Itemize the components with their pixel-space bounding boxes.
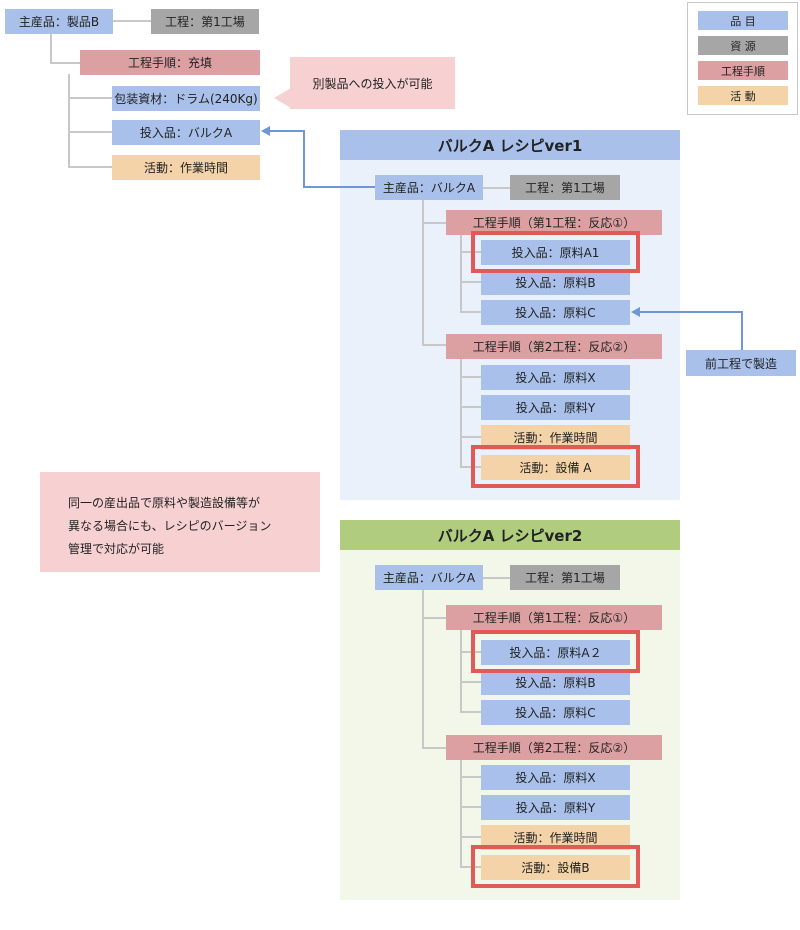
recipe-v2-resource: 工程：第1工場 (510, 565, 620, 590)
connector (460, 681, 481, 683)
recipe-v1-input-x: 投入品：原料X (481, 365, 630, 390)
recipe-v1-step1: 工程手順（第1工程：反応①） (446, 210, 662, 235)
legend: 品 目 資 源 工程手順 活 動 (687, 2, 798, 115)
packaging-drum: 包装資材：ドラム(240Kg) (112, 86, 260, 111)
recipe-v2-input-c: 投入品：原料C (481, 700, 630, 725)
recipe-v2-step1: 工程手順（第1工程：反応①） (446, 605, 662, 630)
highlight-a2 (471, 630, 640, 673)
arrowhead-input (261, 126, 270, 136)
connector (50, 62, 80, 64)
connector (113, 20, 151, 22)
input-bulk-a: 投入品：バルクA (112, 120, 260, 145)
recipe-v1-resource: 工程：第1工場 (510, 175, 620, 200)
connector (460, 776, 481, 778)
callout-note: 別製品への投入が可能 (290, 57, 455, 109)
connector (460, 234, 462, 312)
connector (460, 711, 481, 713)
connector (460, 760, 462, 868)
connector (460, 281, 481, 283)
legend-activity: 活 動 (698, 86, 788, 105)
connector (68, 97, 112, 99)
connector (460, 311, 481, 313)
recipe-v1-step2: 工程手順（第2工程：反応②） (446, 334, 662, 359)
connector (460, 357, 462, 468)
connector (460, 466, 481, 468)
activity-work-time: 活動：作業時間 (112, 155, 260, 180)
recipe-v1-input-a1: 投入品：原料A1 (481, 240, 630, 265)
resource-factory: 工程：第1工場 (151, 9, 259, 34)
legend-resource: 資 源 (698, 36, 788, 55)
highlight-a1 (471, 231, 640, 273)
recipe-v1-input-y: 投入品：原料Y (481, 395, 630, 420)
connector (460, 806, 481, 808)
recipe-v2-main-product: 主産品：バルクA (375, 565, 483, 590)
versioning-note: 同一の産出品で原料や製造設備等が 異なる場合にも、レシピのバージョン 管理で対応… (40, 472, 320, 572)
connector (422, 344, 446, 346)
connector (460, 436, 481, 438)
recipe-v1-main-product: 主産品：バルクA (375, 175, 483, 200)
recipe-v2-input-y: 投入品：原料Y (481, 795, 630, 820)
recipe-v2-step2: 工程手順（第2工程：反応②） (446, 735, 662, 760)
connector (460, 406, 481, 408)
connector (460, 866, 481, 868)
connector (422, 617, 446, 619)
recipe-v1-input-b: 投入品：原料B (481, 270, 630, 295)
process-fill: 工程手順：充填 (80, 50, 260, 75)
connector (68, 131, 112, 133)
prev-process-label: 前工程で製造 (686, 350, 796, 376)
highlight-equipment-a (471, 445, 640, 488)
connector (422, 747, 446, 749)
connector (68, 74, 70, 168)
recipe-v1-title: バルクA レシピver1 (340, 130, 680, 160)
recipe-v2-activity-equipment-b: 活動：設備B (481, 855, 630, 880)
connector (460, 629, 462, 713)
connector (68, 166, 112, 168)
recipe-v2-input-b: 投入品：原料B (481, 670, 630, 695)
connector (460, 836, 481, 838)
connector (460, 651, 481, 653)
connector (422, 589, 424, 749)
connector (422, 199, 424, 345)
connector (483, 577, 510, 579)
recipe-v2-input-x: 投入品：原料X (481, 765, 630, 790)
recipe-v2-title: バルクA レシピver2 (340, 520, 680, 550)
connector (460, 376, 481, 378)
main-product-b: 主産品：製品B (5, 9, 113, 34)
legend-item: 品 目 (698, 11, 788, 30)
highlight-equipment-b (471, 845, 640, 888)
recipe-v1-input-c: 投入品：原料C (481, 300, 630, 325)
connector (460, 251, 481, 253)
recipe-v2-input-a2: 投入品：原料A２ (481, 640, 630, 665)
recipe-v1-activity-equipment-a: 活動：設備 A (481, 455, 630, 480)
connector (50, 33, 52, 63)
connector (422, 222, 446, 224)
connector (483, 187, 510, 189)
legend-process: 工程手順 (698, 61, 788, 80)
